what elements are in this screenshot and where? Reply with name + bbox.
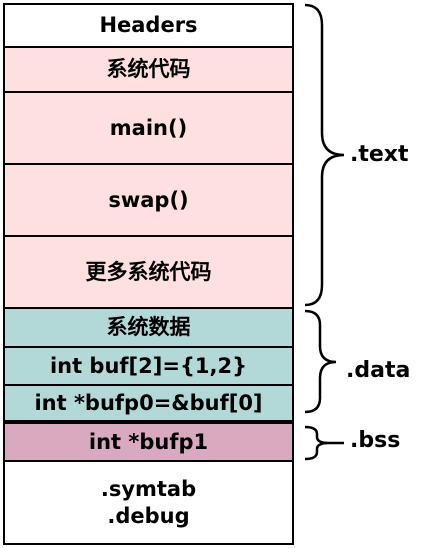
headers-section: Headers xyxy=(3,3,294,48)
buf-label: int buf[2]={1,2} xyxy=(49,353,248,378)
more-system-code-label: 更多系统代码 xyxy=(85,259,212,284)
bufp0-label: int *bufp0=&buf[0] xyxy=(34,390,263,415)
bss-segment-brace xyxy=(304,425,330,461)
symtab-label: .symtab xyxy=(100,477,197,502)
system-data-section: 系统数据 xyxy=(3,307,294,348)
bufp0-section: int *bufp0=&buf[0] xyxy=(3,384,294,422)
bss-segment-label: .bss xyxy=(350,428,401,453)
bufp1-label: int *bufp1 xyxy=(88,429,209,454)
text-segment-label: .text xyxy=(350,142,409,167)
symtab-debug-section: .symtab .debug xyxy=(3,460,294,545)
swap-section: swap() xyxy=(3,163,294,237)
system-code-label: 系统代码 xyxy=(106,57,191,82)
headers-label: Headers xyxy=(99,13,198,38)
swap-label: swap() xyxy=(108,187,189,212)
debug-label: .debug xyxy=(107,503,190,528)
data-segment-brace xyxy=(304,309,337,414)
text-segment-brace xyxy=(304,3,345,307)
system-data-label: 系统数据 xyxy=(106,315,191,340)
bufp1-section: int *bufp1 xyxy=(3,422,294,462)
main-section: main() xyxy=(3,91,294,165)
more-system-code-section: 更多系统代码 xyxy=(3,235,294,309)
main-label: main() xyxy=(109,115,188,140)
buf-section: int buf[2]={1,2} xyxy=(3,346,294,386)
data-segment-label: .data xyxy=(346,358,411,383)
